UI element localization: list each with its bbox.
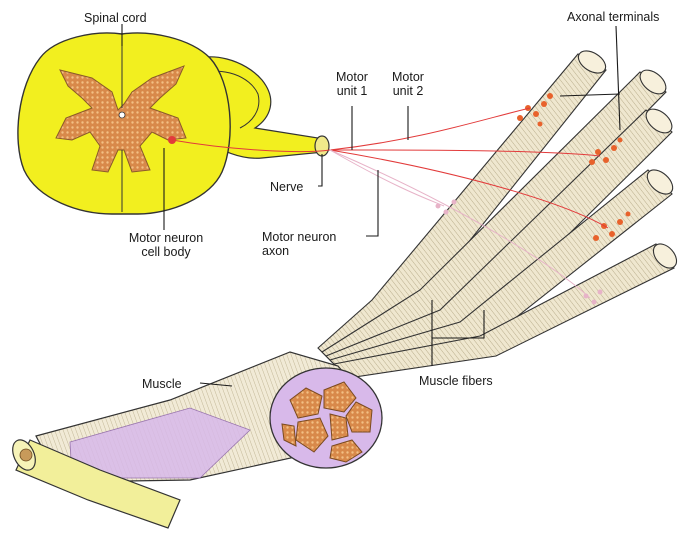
label-motor-unit-1-line1: Motor	[326, 70, 378, 84]
label-motor-neuron-cell-body: Motor neuron cell body	[106, 231, 226, 259]
label-nerve: Nerve	[270, 180, 303, 194]
label-motor-unit-2: Motor unit 2	[382, 70, 434, 98]
label-cell-body-line2: cell body	[106, 245, 226, 259]
label-axon-line1: Motor neuron	[262, 230, 336, 244]
label-muscle-fibers: Muscle fibers	[419, 374, 493, 388]
label-motor-neuron-axon: Motor neuron axon	[262, 230, 336, 258]
label-motor-unit-2-line1: Motor	[382, 70, 434, 84]
nerve-cut-end	[315, 136, 329, 156]
label-axonal-terminals: Axonal terminals	[567, 10, 659, 24]
label-motor-unit-1-line2: unit 1	[326, 84, 378, 98]
label-spinal-cord: Spinal cord	[84, 11, 147, 25]
label-motor-unit-1: Motor unit 1	[326, 70, 378, 98]
label-motor-unit-2-line2: unit 2	[382, 84, 434, 98]
label-muscle: Muscle	[142, 377, 182, 391]
label-cell-body-line1: Motor neuron	[106, 231, 226, 245]
muscle	[8, 352, 382, 528]
label-axon-line2: axon	[262, 244, 336, 258]
